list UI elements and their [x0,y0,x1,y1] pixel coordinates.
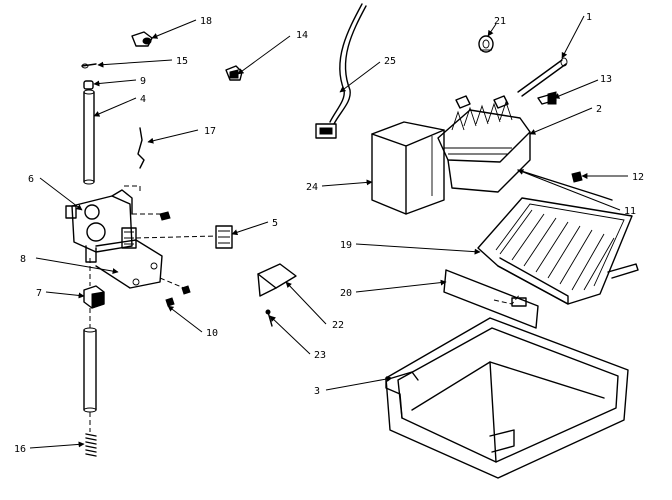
callout-5: 5 [272,218,278,229]
callout-18: 18 [200,16,212,27]
part-11-wire-arm [517,169,613,201]
callout-13: 13 [600,74,612,85]
part-9-nut [83,80,94,90]
part-8-bracket [95,239,163,289]
part-7-coupling [83,285,105,309]
callout-17: 17 [204,126,216,137]
part-19-shelf [477,197,639,305]
part-15-clip [81,63,97,69]
alignment-line [135,235,217,239]
part-1-shaft [517,57,568,97]
part-3-ice-bucket [385,317,629,479]
callout-9: 9 [140,76,146,87]
part-24-motor-housing [371,121,445,215]
part-6-water-valve [65,189,137,263]
callout-15: 15 [176,56,188,67]
callout-leaders [29,15,628,449]
callout-labels: 18 15 9 4 17 6 5 8 7 10 16 14 22 23 25 2… [14,12,644,455]
part-4-tube [83,89,95,185]
callout-4: 4 [140,94,146,105]
part-18-grommet [131,31,153,47]
part-22-bracket [257,263,297,297]
callout-10: 10 [206,328,218,339]
callout-19: 19 [340,240,352,251]
callout-24: 24 [306,182,318,193]
callout-3: 3 [314,386,320,397]
part-2-icemaker [437,95,531,193]
callout-14: 14 [296,30,308,41]
callout-12: 12 [632,172,644,183]
part-20-strip [443,269,539,329]
part-16-spring [85,433,97,457]
part-21-grommet [478,35,494,53]
alignment-line [124,185,141,192]
callout-8: 8 [20,254,26,265]
callout-16: 16 [14,444,26,455]
part-23-screw [265,309,273,327]
callout-11: 11 [624,206,636,217]
part-25-harness [315,3,367,139]
alignment-line [159,277,185,289]
callout-23: 23 [314,350,326,361]
part-screws [159,211,191,307]
part-12-screw [571,171,583,183]
callout-25: 25 [384,56,396,67]
part-fill-tube [83,327,97,413]
part-13-bracket [537,91,557,105]
callout-7: 7 [36,288,42,299]
part-14-clip [225,65,243,81]
part-17-wire [137,127,145,169]
callout-1: 1 [586,12,592,23]
callout-20: 20 [340,288,352,299]
callout-6: 6 [28,174,34,185]
callout-22: 22 [332,320,344,331]
callout-2: 2 [596,104,602,115]
part-5-connector [215,225,233,249]
callout-21: 21 [494,16,506,27]
